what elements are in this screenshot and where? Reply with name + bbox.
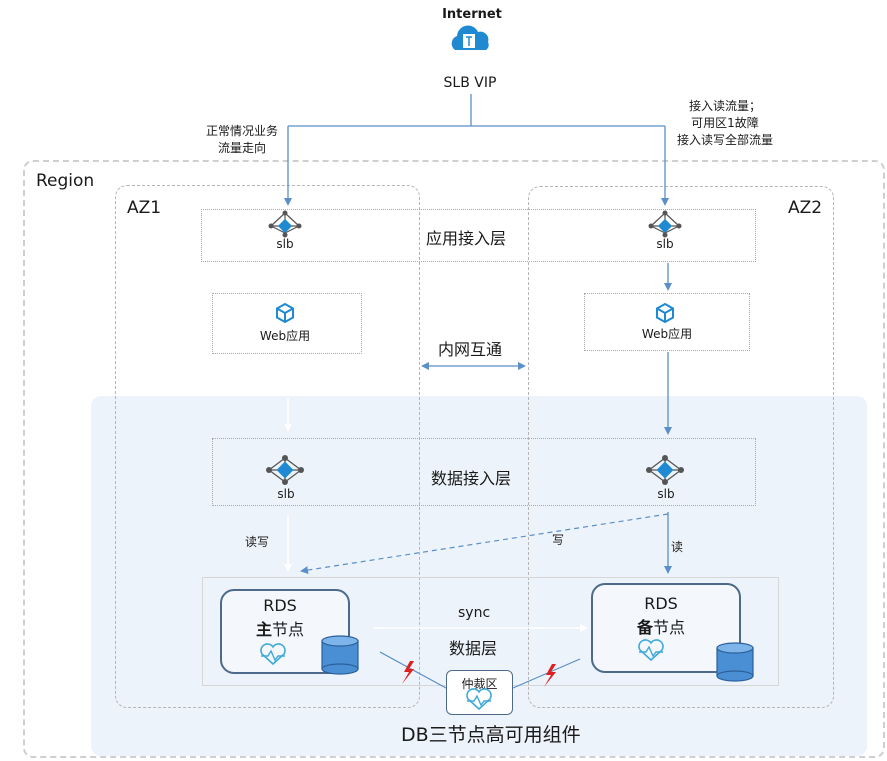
web-app-label-az2: Web应用 <box>641 327 693 341</box>
rds-standby-title: RDS <box>644 594 678 613</box>
rds-standby-node <box>591 583 741 673</box>
app-access-layer-label: 应用接入层 <box>426 229 507 248</box>
rds-primary-suffix: 节点 <box>272 620 305 639</box>
failure-lightning-icon <box>402 661 414 684</box>
rds-standby-prefix: 备 <box>636 618 653 637</box>
slb-icon <box>266 455 304 485</box>
rds-primary-label: 主节点 <box>220 616 340 640</box>
rds-standby-label: 备节点 <box>601 614 721 638</box>
slb-vip-label: SLB VIP <box>443 75 497 91</box>
edge-label-write: 写 <box>552 533 565 547</box>
failure-lightning-icon <box>544 664 556 687</box>
data-access-layer-label: 数据接入层 <box>431 469 512 488</box>
data-access-layer <box>212 438 756 506</box>
flow-note-right-line3: 接入读写全部流量 <box>676 133 773 147</box>
region-label: Region <box>36 171 95 191</box>
data-layer-label: 数据层 <box>449 639 498 658</box>
slb-label-data-az2: slb <box>657 487 675 501</box>
slb-icon <box>648 210 682 238</box>
az1-label: AZ1 <box>127 198 162 218</box>
health-monitor-icon <box>260 643 286 666</box>
web-app-az1 <box>212 293 362 354</box>
slb-icon <box>646 455 684 485</box>
az2-boundary <box>528 186 834 708</box>
internet-label: Internet <box>442 7 502 22</box>
database-icon <box>716 642 754 682</box>
arbiter-label: 仲裁区 <box>461 677 498 691</box>
az2-label: AZ2 <box>788 198 823 218</box>
health-monitor-icon <box>466 688 492 711</box>
rds-primary-title: RDS <box>263 596 297 615</box>
web-app-cube-icon <box>276 302 294 324</box>
slb-label-app-az1: slb <box>276 237 294 251</box>
flow-note-left-line1: 正常情况业务 <box>205 124 278 138</box>
rds-primary-prefix: 主 <box>255 620 272 639</box>
web-app-label-az1: Web应用 <box>259 329 311 343</box>
edge-label-sync: sync <box>458 605 491 621</box>
intranet-label: 内网互通 <box>438 340 503 359</box>
flow-note-left-line2: 流量走向 <box>217 141 266 155</box>
ha-component-label: DB三节点高可用组件 <box>401 724 581 746</box>
edge-label-read-write: 读写 <box>245 535 270 549</box>
internet-cloud-icon <box>451 25 489 50</box>
az1-boundary <box>115 185 420 708</box>
app-access-layer <box>201 209 756 262</box>
database-icon <box>321 635 359 675</box>
web-app-az2 <box>584 293 750 351</box>
slb-icon <box>268 210 302 238</box>
flow-note-right-line2: 可用区1故障 <box>691 116 759 130</box>
flow-note-right-line1: 接入读流量； <box>688 99 761 113</box>
edge-label-read: 读 <box>671 540 684 554</box>
region-boundary <box>23 160 885 758</box>
slb-label-data-az1: slb <box>277 487 295 501</box>
health-monitor-icon <box>638 639 664 662</box>
rds-standby-suffix: 节点 <box>653 618 686 637</box>
web-app-cube-icon <box>656 302 674 324</box>
slb-label-app-az2: slb <box>656 237 674 251</box>
